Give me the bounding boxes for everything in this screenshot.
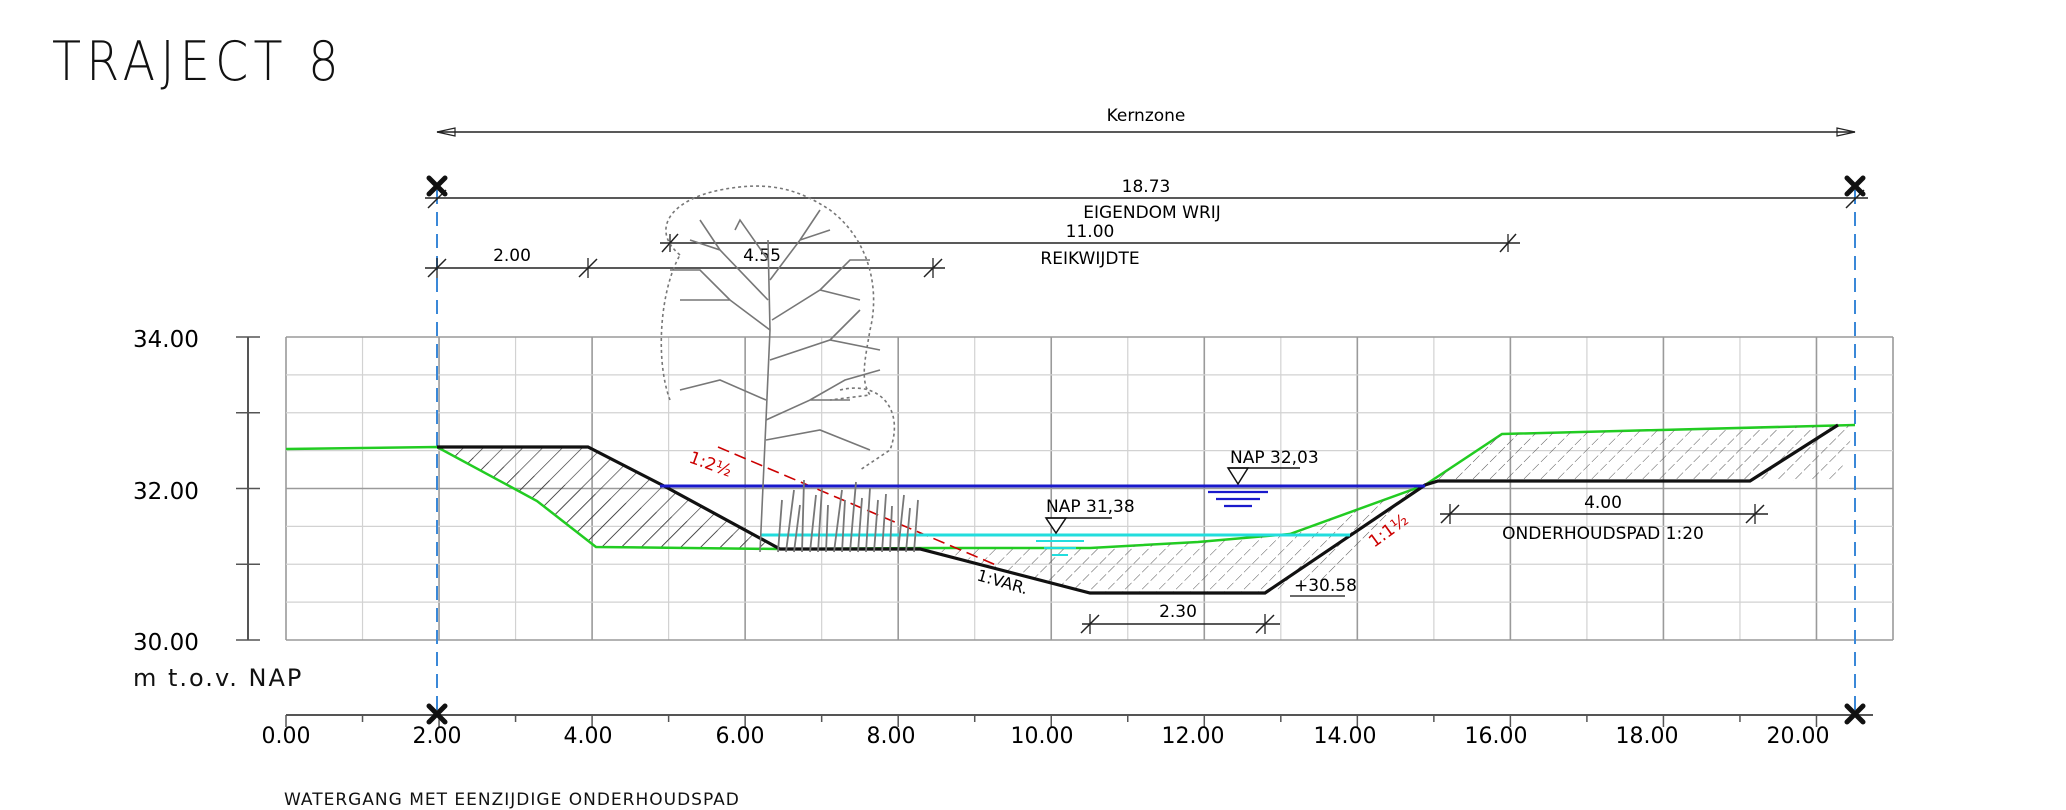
y-tick-34: 34.00 — [133, 327, 199, 353]
water-low-label: NAP 31,38 — [1046, 497, 1135, 517]
left-width-value: 2.00 — [493, 246, 531, 266]
x-tick-2: 2.00 — [413, 724, 462, 749]
path-width-value: 4.00 — [1584, 493, 1622, 513]
y-axis: 34.00 32.00 30.00 — [133, 327, 260, 656]
x-tick-8: 8.00 — [867, 724, 916, 749]
x-tick-18: 18.00 — [1616, 724, 1679, 749]
water-level-triangle-icon — [1208, 467, 1300, 508]
new-profile — [437, 423, 1839, 595]
kernzone-label: Kernzone — [1107, 106, 1186, 126]
water-high-label: NAP 32,03 — [1230, 448, 1319, 468]
x-tick-20: 20.00 — [1767, 724, 1830, 749]
path-label: ONDERHOUDSPAD 1:20 — [1502, 524, 1704, 544]
x-tick-0: 0.00 — [262, 724, 311, 749]
eigendom-value: 18.73 — [1122, 177, 1171, 197]
x-tick-6: 6.00 — [716, 724, 765, 749]
x-tick-16: 16.00 — [1465, 724, 1528, 749]
slope-left-label: 1:2½ — [686, 448, 734, 482]
x-tick-4: 4.00 — [564, 724, 613, 749]
y-unit-label: m t.o.v. NAP — [133, 664, 304, 692]
page-title: TRAJECT 8 — [52, 30, 344, 93]
boundary-cross-icon — [426, 175, 1866, 725]
x-tick-10: 10.00 — [1011, 724, 1074, 749]
tree-width-value: 4.55 — [743, 246, 781, 266]
water-levels: NAP 32,03 NAP 31,38 — [660, 448, 1425, 556]
eigendom-label: EIGENDOM WRIJ — [1083, 203, 1221, 223]
reikwijdte-value: 11.00 — [1066, 222, 1115, 242]
water-level-triangle-icon — [1036, 517, 1112, 556]
bottom-level-label: +30.58 — [1294, 576, 1357, 596]
width-dimension: 2.00 4.55 — [425, 246, 945, 278]
y-tick-32: 32.00 — [133, 479, 199, 505]
reikwijdte-dimension: 11.00 REIKWIJDTE — [660, 222, 1520, 269]
bottom-width-dimension: 2.30 — [1080, 602, 1280, 634]
kernzone-dimension: Kernzone — [436, 106, 1856, 137]
bottom-width-value: 2.30 — [1159, 602, 1197, 622]
x-tick-12: 12.00 — [1162, 724, 1225, 749]
x-tick-14: 14.00 — [1314, 724, 1377, 749]
reikwijdte-label: REIKWIJDTE — [1040, 249, 1139, 269]
x-axis: 0.00 2.00 4.00 6.00 8.00 10.00 12.00 14.… — [262, 714, 1873, 749]
y-tick-30: 30.00 — [133, 630, 199, 656]
tree-icon — [660, 185, 896, 553]
footer-caption: WATERGANG MET EENZIJDIGE ONDERHOUDSPAD — [284, 790, 740, 810]
eigendom-dimension: 18.73 EIGENDOM WRIJ — [425, 177, 1868, 223]
reed-icon — [777, 479, 919, 553]
path-dimension: 4.00 ONDERHOUDSPAD 1:20 — [1440, 493, 1768, 544]
